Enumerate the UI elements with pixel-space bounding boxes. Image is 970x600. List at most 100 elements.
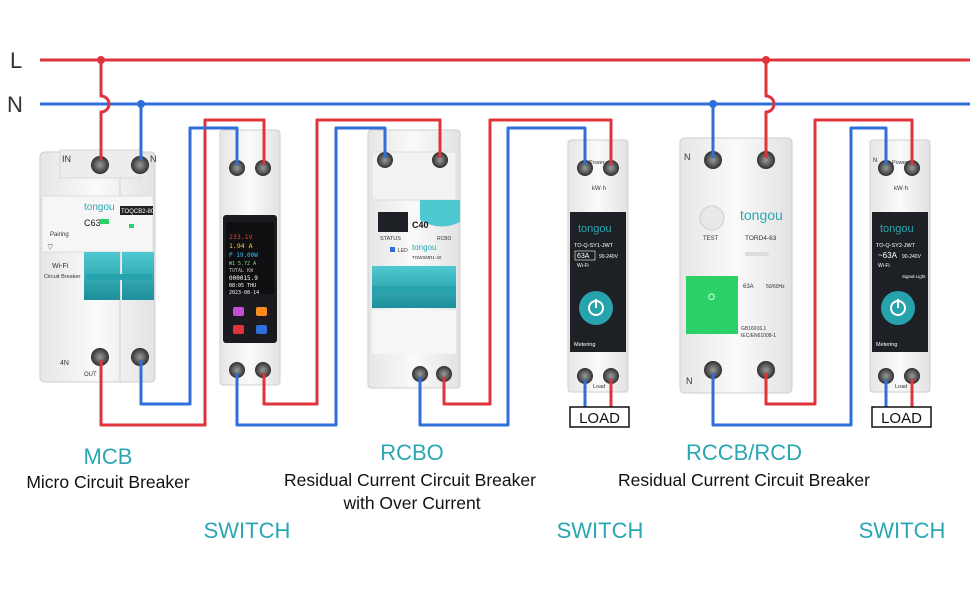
rccb-device: N TEST tongou TORD4-63 O 63A 50/60Hz GB1… (679, 137, 793, 394)
wire-neutral-rcbo-switch1 (418, 126, 587, 427)
meter-terminal-l-top (255, 160, 271, 176)
rccb-terminal-n-bot (704, 361, 722, 379)
smart-switch-2: N Power kW·h tongou TO-Q-SY2-JWT ~63A Wi… (869, 139, 931, 393)
switch2-metering: Metering (876, 342, 897, 348)
wire-live-mcb-in (99, 60, 111, 160)
switch2-brand: tongou (880, 223, 914, 235)
rccb-std2: IEC/EN61008-1 (741, 333, 776, 339)
mcb-out-label: OUT (84, 372, 97, 378)
switch1-wifi: Wi-Fi (577, 263, 589, 269)
load-box-1: LOAD (569, 406, 630, 428)
wire-neutral-meter-rcbo (235, 126, 387, 427)
rccb-std1: GB16916.1 (741, 326, 767, 332)
meter-button-2[interactable] (256, 307, 267, 316)
meter-terminal-n-top (229, 160, 245, 176)
mcb-terminal-out (91, 348, 109, 366)
smart-switch-1: Power kW·h tongou TO-Q-SY1-JWT 63A Wi-Fi… (567, 139, 629, 393)
svg-text:LOAD: LOAD (881, 410, 922, 427)
rcbo-terminal-n-bot (412, 366, 428, 382)
meter-button-1[interactable] (233, 307, 244, 316)
switch2-terminal-n-top (878, 160, 894, 176)
rccb-model: TORD4-63 (745, 235, 777, 242)
wire-live-rcbo-switch1 (442, 118, 613, 406)
switch-label-2: SWITCH (557, 518, 644, 543)
rccb-spec-rating: 63A (743, 284, 754, 290)
rccb-test: TEST (703, 236, 719, 242)
wifi-icon: ⌔ (46, 243, 54, 253)
rcbo-status: STATUS (380, 236, 401, 242)
mcb-terminal-out-n (131, 348, 149, 366)
meter-line-1: 1.94 A (229, 242, 253, 250)
meter-button-3[interactable] (233, 325, 244, 334)
switch1-metering: Metering (574, 342, 595, 348)
mcb-4n-label: 4N (60, 360, 69, 367)
rcbo-model: TOWSMR1-40 (412, 255, 442, 260)
wires (97, 56, 914, 427)
switch-label-1: SWITCH (204, 518, 291, 543)
rcbo-terminal-l-top (432, 152, 448, 168)
switch1-kwh: kW·h (592, 186, 606, 192)
switch2-n-top: N (873, 158, 877, 164)
meter-line-2: P 19.00W (229, 252, 258, 259)
switch2-terminal-l-top (904, 160, 920, 176)
switch2-rating: ~63A (878, 251, 898, 260)
meter-line-5: 000015.9 (229, 275, 258, 282)
meter-terminal-l-bot (255, 362, 271, 378)
mcb-brand: tongou (84, 202, 115, 213)
rccb-terminal-l-bot (757, 361, 775, 379)
rccb-n-top: N (684, 152, 691, 162)
mcb-n-label: N (150, 154, 157, 164)
mcb-wifi: Wi-Fi (52, 263, 69, 270)
rccb-brand: tongou (740, 207, 783, 223)
rcbo-terminal-n-top (377, 152, 393, 168)
junction-live-1 (97, 56, 105, 64)
live-rail-label: L (10, 48, 22, 73)
rcbo-brand: tongou (412, 243, 436, 252)
wire-live-rccb-switch2 (764, 118, 914, 406)
rcbo-tag: RCBO (437, 236, 452, 242)
meter-button-4[interactable] (256, 325, 267, 334)
mcb-subtitle: Circuit Breaker (44, 274, 81, 280)
switch1-terminal-l-bot (603, 368, 619, 384)
load-box-2: LOAD (871, 406, 932, 428)
switch2-terminal-n-bot (878, 368, 894, 384)
wire-live-meter-rcbo (262, 118, 442, 406)
switch2-kwh: kW·h (894, 186, 908, 192)
mcb-terminal-in (91, 156, 109, 174)
rccb-test-button[interactable] (699, 205, 725, 231)
rccb-toggle[interactable] (686, 276, 738, 334)
rcbo-terminal-l-bot (436, 366, 452, 382)
svg-text:LOAD: LOAD (579, 410, 620, 427)
mcb-type-label: MCB (84, 444, 133, 469)
switch1-rating: 63A (577, 253, 590, 260)
switch1-brand: tongou (578, 223, 612, 235)
rccb-description: Residual Current Circuit Breaker (618, 470, 870, 490)
switch2-spec: 90-240V (902, 254, 922, 260)
mcb-rating: C63 (84, 218, 101, 228)
rcbo-description-line2: with Over Current (342, 493, 480, 513)
switch2-model: TO-Q-SY2-JWT (876, 243, 916, 249)
junction-neutral-1 (137, 100, 145, 108)
rcbo-rating: C40 (412, 220, 429, 230)
meter-line-7: 2023-08-14 (229, 290, 259, 296)
mcb-pairing: Pairing (50, 232, 69, 238)
neutral-rail-label: N (7, 92, 23, 117)
wire-live-mcb-meter (99, 118, 266, 427)
rccb-spec-freq: 50/60Hz (766, 284, 785, 290)
meter-line-4: TOTAL KW (229, 268, 254, 274)
meter-line-3: W1 5.72 A (229, 261, 256, 267)
rccb-n-bot: N (686, 376, 693, 386)
rccb-type-label: RCCB/RCD (686, 440, 802, 465)
switch2-signal: Signal Light (902, 274, 926, 279)
rcbo-led: LED (398, 248, 408, 254)
switch1-terminal-n-bot (577, 368, 593, 384)
junction-neutral-2 (709, 100, 717, 108)
wire-live-rccb-in (764, 60, 776, 158)
rcbo-device: STATUS C40 RCBO tongou TOWSMR1-40 LED (367, 129, 461, 389)
wire-neutral-rccb-switch2 (711, 126, 888, 427)
mcb-description: Micro Circuit Breaker (26, 472, 190, 492)
mcb-device: IN N tongou TOQCB2-80 C63 Pairing ⌔ Wi-F… (39, 149, 157, 383)
rccb-toggle-label: O (708, 292, 715, 302)
meter-line-0: 233.1V (229, 233, 253, 241)
